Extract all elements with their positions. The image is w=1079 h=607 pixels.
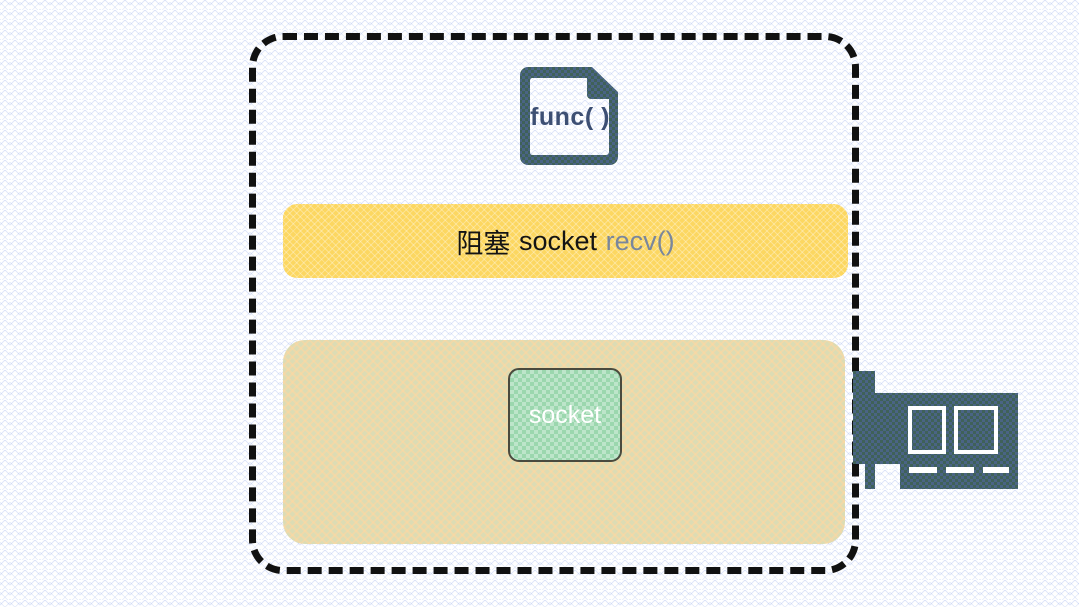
- blocking-recv-bar: 阻塞 socket recv(): [283, 204, 848, 278]
- blocking-bar-text-middle: socket: [518, 225, 598, 256]
- blocking-bar-text-primary: 阻塞: [456, 228, 511, 259]
- blocking-bar-text-dim: recv(): [605, 225, 675, 256]
- socket-box: socket: [508, 368, 622, 462]
- func-document-icon: func( ): [516, 61, 624, 169]
- nic-icon: [853, 371, 1018, 489]
- document-icon: [520, 67, 618, 165]
- func-label: func( ): [530, 102, 610, 131]
- network-interface-card-icon: [853, 371, 1018, 489]
- process-boundary: [249, 33, 859, 574]
